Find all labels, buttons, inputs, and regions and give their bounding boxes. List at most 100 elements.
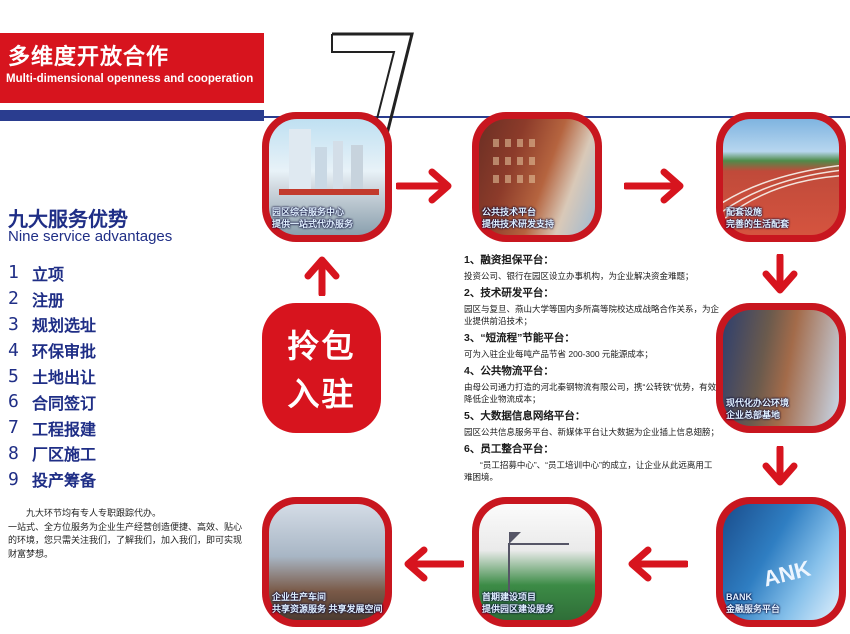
caption-line: 首期建设项目 — [482, 592, 537, 602]
list-item: 8 厂区施工 — [8, 441, 96, 467]
service-desc: “员工招募中心”、“员工培训中心”的成立，让企业从此远离用工难困境。 — [464, 460, 713, 482]
arrow-up-icon — [304, 256, 340, 296]
running-track-photo — [723, 119, 839, 235]
construction-photo — [479, 504, 595, 620]
step-label: 投产筹备 — [32, 473, 97, 491]
caption-line: 企业生产车间 — [272, 592, 327, 602]
window-grid-icon — [493, 139, 535, 183]
service-desc: 由母公司通力打造的河北秦钢物流有限公司，携“公转铁”优势，有效降低企业物流成本； — [464, 382, 717, 404]
service-desc: 可为入驻企业每吨产品节省 200-300 元能源成本； — [464, 349, 653, 359]
service-desc: 投资公司、银行在园区设立办事机构，为企业解决资金难题； — [464, 271, 694, 281]
advantages-note: 九大环节均有专人专职跟踪代办。 一站式、全方位服务为企业生产经营创造便捷、高效、… — [8, 507, 248, 561]
service-desc: 园区公共信息服务平台、新媒体平台让大数据为企业插上信息翅膀； — [464, 427, 720, 437]
step-label: 环保审批 — [32, 344, 97, 362]
service-title: 6、员工整合平台： — [464, 443, 554, 455]
svg-text:ANK: ANK — [761, 556, 813, 592]
step-label: 合同签订 — [32, 395, 97, 413]
tile-caption: 现代化办公环境企业总部基地 — [726, 397, 789, 421]
header-banner: 多维度开放合作 Multi-dimensional openness and c… — [0, 33, 264, 103]
caption-line: 企业总部基地 — [726, 410, 781, 420]
step-label: 厂区施工 — [32, 447, 97, 465]
step-number: 4 — [8, 339, 19, 361]
tile-caption: BANK 金融服务平台 — [726, 591, 780, 615]
caption-line: 配套设施 — [726, 207, 763, 217]
step-number: 5 — [8, 365, 19, 387]
list-item: 3 规划选址 — [8, 312, 96, 338]
note-line-1: 九大环节均有专人专职跟踪代办。 — [26, 508, 162, 518]
photo-tile-bank: ANK BANK 金融服务平台 — [716, 497, 846, 627]
photo-tile-park-center: 园区综合服务中心提供一站式代办服务 — [262, 112, 392, 242]
caption-line: 完善的生活配套 — [726, 219, 790, 229]
advantages-subtitle: Nine service advantages — [8, 228, 173, 245]
caption-line: 共享资源服务 共享发展空间 — [272, 604, 383, 614]
bank-sign-icon: ANK — [761, 556, 813, 592]
move-in-badge: 拎包 入驻 — [262, 303, 381, 433]
service-desc: 园区与复旦、燕山大学等国内多所高等院校达成战略合作关系，为企业提供前沿技术； — [464, 304, 720, 326]
caption-line: BANK — [726, 592, 752, 602]
step-number: 1 — [8, 262, 19, 284]
step-label: 工程报建 — [32, 421, 97, 439]
list-item: 1 立项 — [8, 260, 96, 286]
caption-line: 金融服务平台 — [726, 604, 781, 614]
step-label: 立项 — [32, 266, 65, 284]
arrow-right-icon — [624, 168, 684, 204]
step-label: 土地出让 — [32, 370, 97, 388]
city-skyline-photo — [269, 119, 385, 235]
office-building-photo — [723, 310, 839, 426]
service-title: 3、“短流程”节能平台： — [464, 332, 575, 344]
caption-line: 园区综合服务中心 — [272, 207, 345, 217]
caption-line: 提供一站式代办服务 — [272, 219, 354, 229]
step-number: 2 — [8, 288, 19, 310]
list-item: 4 环保审批 — [8, 337, 96, 363]
photo-tile-construction: 首期建设项目提供园区建设服务 — [472, 497, 602, 627]
caption-line: 提供园区建设服务 — [482, 604, 555, 614]
badge-line-1: 拎包 — [287, 328, 356, 364]
service-title: 1、融资担保平台： — [464, 254, 554, 266]
badge-line-2: 入驻 — [287, 376, 356, 412]
list-item: 9 投产筹备 — [8, 466, 96, 492]
banner-subtitle: Multi-dimensional openness and cooperati… — [6, 73, 254, 85]
caption-line: 公共技术平台 — [482, 207, 537, 217]
track-lines-icon — [723, 164, 839, 221]
photo-tile-workshop: 企业生产车间共享资源服务 共享发展空间 — [262, 497, 392, 627]
arrow-down-icon — [762, 446, 798, 486]
arrow-left-icon — [628, 546, 688, 582]
list-item: 2 注册 — [8, 286, 96, 312]
step-number: 6 — [8, 391, 19, 413]
arrow-down-icon — [762, 254, 798, 294]
photo-tile-office: 现代化办公环境企业总部基地 — [716, 303, 846, 433]
step-number: 9 — [8, 468, 19, 490]
step-number: 7 — [8, 417, 19, 439]
photo-tile-facilities: 配套设施完善的生活配套 — [716, 112, 846, 242]
service-title: 5、大数据信息网络平台： — [464, 410, 586, 422]
tile-caption: 企业生产车间共享资源服务 共享发展空间 — [272, 591, 383, 615]
arrow-left-icon — [404, 546, 464, 582]
service-title: 2、技术研发平台： — [464, 287, 554, 299]
step-number: 8 — [8, 442, 19, 464]
step-label: 规划选址 — [32, 318, 97, 336]
service-title: 4、公共物流平台： — [464, 365, 554, 377]
note-line-2: 一站式、全方位服务为企业生产经营创造便捷、高效、贴心的环境，您只需关注我们，了解… — [8, 521, 243, 559]
step-label: 注册 — [32, 292, 65, 310]
section-number-7 — [331, 32, 414, 171]
tile-caption: 配套设施完善的生活配套 — [726, 206, 789, 230]
service-platforms: 1、融资担保平台： 投资公司、银行在园区设立办事机构，为企业解决资金难题； 2、… — [464, 253, 720, 483]
arrow-right-icon — [396, 168, 452, 204]
tile-caption: 公共技术平台提供技术研发支持 — [482, 206, 554, 230]
step-number: 3 — [8, 313, 19, 335]
caption-line: 现代化办公环境 — [726, 398, 790, 408]
brick-building-photo — [479, 119, 595, 235]
advantages-title: 九大服务优势 — [8, 209, 128, 231]
crane-icon — [508, 532, 569, 600]
banner-title: 多维度开放合作 — [8, 44, 170, 69]
factory-photo — [269, 504, 385, 620]
building-icon — [279, 129, 379, 195]
tile-caption: 首期建设项目提供园区建设服务 — [482, 591, 554, 615]
tile-caption: 园区综合服务中心提供一站式代办服务 — [272, 206, 353, 230]
photo-tile-tech: 公共技术平台提供技术研发支持 — [472, 112, 602, 242]
bank-building-photo: ANK — [723, 504, 839, 620]
list-item: 5 土地出让 — [8, 363, 96, 389]
blue-stripe — [0, 110, 264, 121]
list-item: 6 合同签订 — [8, 389, 96, 415]
